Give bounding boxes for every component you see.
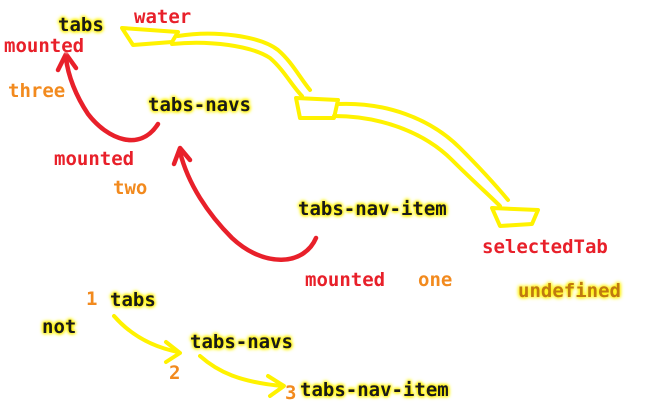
- mounted-arrow-navs-to-tabs-head: [55, 51, 79, 73]
- tabs-sequence-label: tabs: [110, 289, 156, 311]
- tabs-navs-node-label: tabs-navs: [148, 94, 251, 116]
- water-flow-strokes: [120, 26, 540, 228]
- water-channel-lower-a: [336, 101, 510, 202]
- sequence-arrow-1-2: [112, 314, 180, 354]
- mounted-label-bottom: mounted: [305, 269, 386, 291]
- selected-tab-label: selectedTab: [482, 236, 608, 258]
- water-funnel-top: [120, 26, 180, 47]
- mounted-label-mid: mounted: [54, 148, 135, 170]
- mounted-arrows: [55, 51, 319, 262]
- tabs-nav-item-sequence-label: tabs-nav-item: [300, 379, 449, 401]
- mounted-arrow-item-to-navs: [177, 149, 319, 262]
- step-2-number: 2: [169, 362, 181, 384]
- water-channel-upper-a: [176, 31, 312, 92]
- mounted-arrow-item-to-navs-head: [171, 145, 193, 167]
- step-1-number: 1: [86, 288, 98, 310]
- undefined-label: undefined: [518, 280, 621, 302]
- water-funnel-bottom: [490, 206, 540, 228]
- three-label: three: [8, 80, 66, 102]
- tabs-node-label: tabs: [58, 14, 104, 36]
- sequence-arrow-2-3-head: [266, 374, 286, 398]
- water-label: water: [134, 6, 192, 28]
- sequence-arrow-2-3: [198, 354, 284, 388]
- water-channel-upper-b: [170, 40, 304, 98]
- tabs-navs-sequence-label: tabs-navs: [190, 331, 293, 353]
- two-label: two: [113, 177, 148, 199]
- water-funnel-mid: [294, 96, 340, 120]
- not-label: not: [42, 316, 77, 338]
- water-channel-lower-b: [332, 114, 502, 208]
- step-3-number: 3: [285, 382, 297, 404]
- mounted-label-top: mounted: [4, 35, 85, 57]
- one-label: one: [418, 269, 453, 291]
- tabs-nav-item-node-label: tabs-nav-item: [298, 198, 447, 220]
- mounted-arrow-navs-to-tabs: [63, 55, 161, 143]
- sequence-arrow-1-2-head: [164, 340, 182, 364]
- sequence-arrows: [112, 314, 286, 398]
